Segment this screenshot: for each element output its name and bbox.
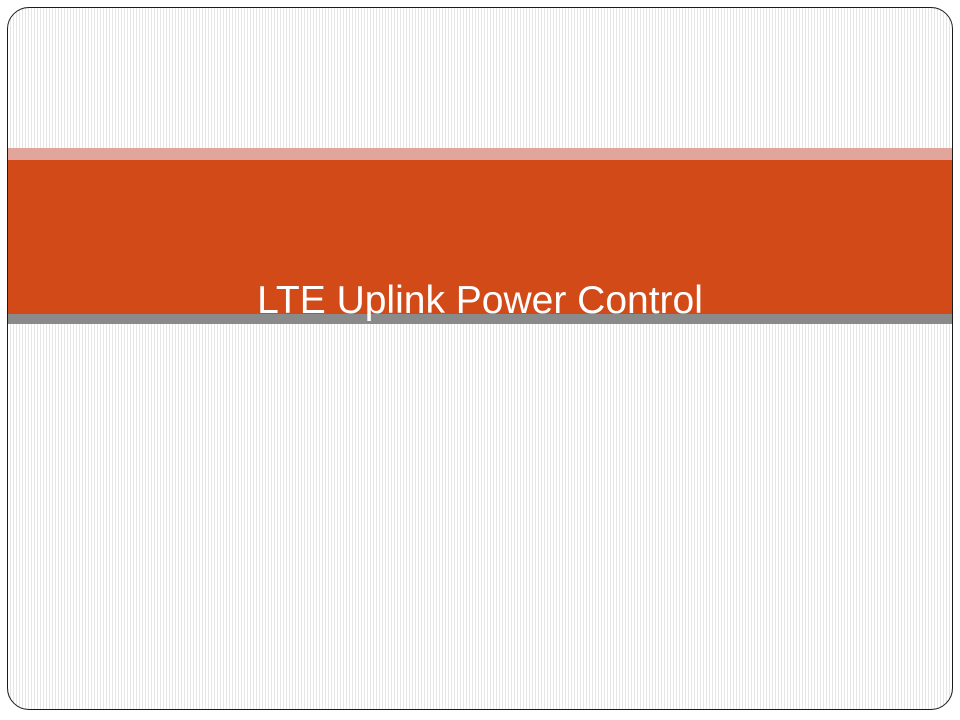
slide-title: LTE Uplink Power Control — [257, 279, 703, 322]
title-band-bottom-stripe — [8, 314, 952, 324]
title-band-top-stripe — [8, 148, 952, 160]
title-slide: LTE Uplink Power Control — [7, 7, 953, 710]
title-band — [8, 160, 952, 314]
